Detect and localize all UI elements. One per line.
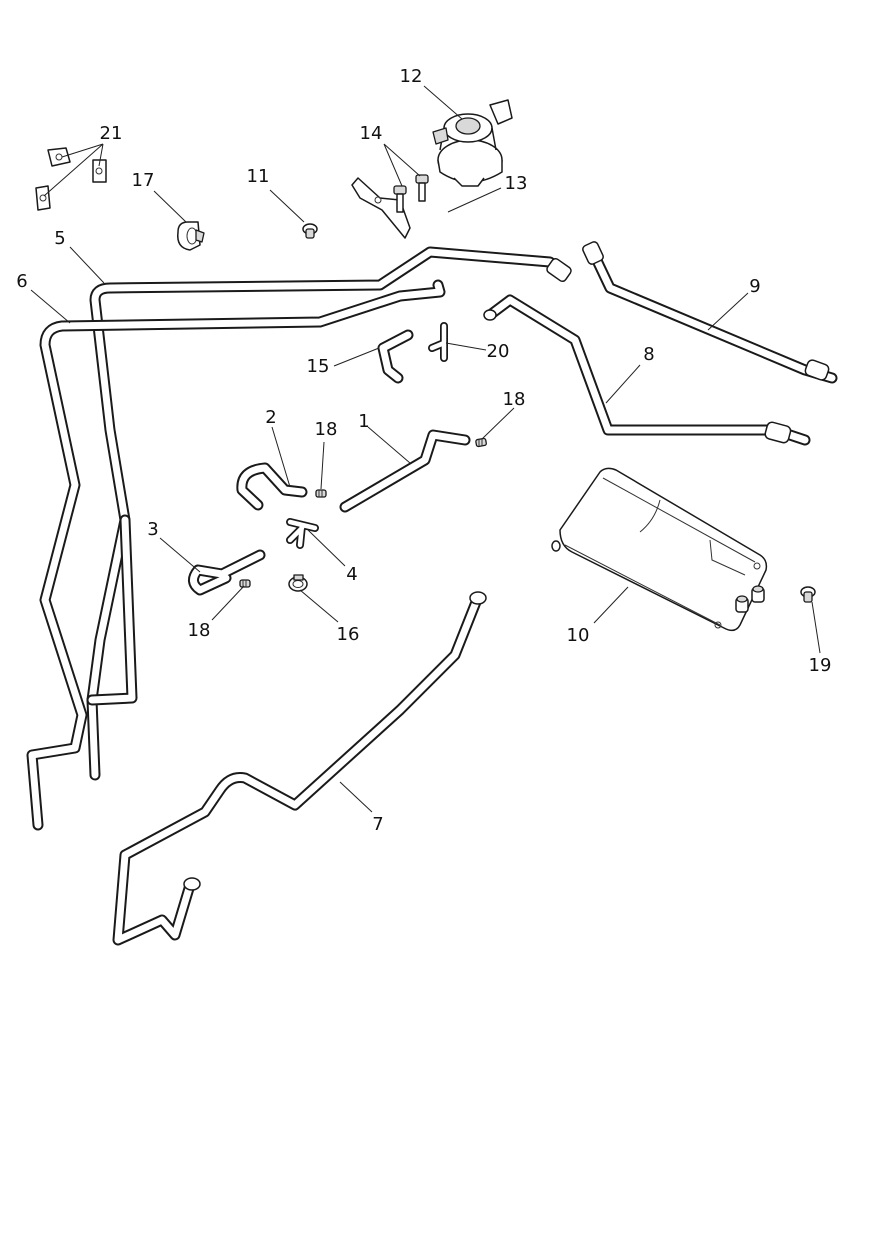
label-18-right: 18	[503, 389, 526, 410]
canister-port-b	[751, 585, 765, 603]
label-3: 3	[147, 519, 158, 540]
spring-clip-18c	[239, 579, 251, 588]
speed-nut-21b	[92, 159, 107, 183]
label-15: 15	[307, 356, 330, 377]
label-7: 7	[372, 814, 383, 835]
callout-labels: 1 2 3 4 5 6 7 8 9 10 11 12 13 14 15 16 1…	[16, 66, 831, 835]
speed-nut-21a	[47, 147, 71, 167]
label-20: 20	[487, 341, 510, 362]
label-2: 2	[265, 407, 276, 428]
clamp-16	[288, 574, 308, 592]
leader-lines	[30, 85, 821, 813]
rivet-11	[302, 223, 318, 239]
hose-15	[377, 329, 414, 384]
hose-7	[112, 591, 487, 946]
hose-9	[582, 241, 838, 384]
rivet-19	[800, 586, 816, 603]
label-18-top: 18	[315, 419, 338, 440]
bolt-14a	[393, 185, 407, 213]
label-8: 8	[643, 344, 654, 365]
label-21: 21	[100, 123, 123, 144]
clip-17	[177, 221, 205, 251]
t-connector-4	[286, 518, 319, 549]
label-10: 10	[567, 625, 590, 646]
hose-1	[339, 429, 471, 513]
label-9: 9	[749, 276, 760, 297]
hose-6	[26, 279, 446, 831]
label-16: 16	[337, 624, 360, 645]
label-4: 4	[346, 564, 357, 585]
bolt-14b	[415, 174, 429, 202]
charcoal-canister-10	[551, 467, 768, 632]
label-19: 19	[809, 655, 832, 676]
label-13: 13	[505, 173, 528, 194]
bracket-13	[351, 177, 411, 239]
label-14: 14	[360, 123, 383, 144]
hose-8	[483, 294, 811, 446]
spring-clip-18b	[475, 437, 487, 448]
label-11: 11	[247, 166, 270, 187]
label-5: 5	[54, 228, 65, 249]
speed-nut-21c	[35, 185, 51, 211]
purge-valve-12	[432, 99, 513, 187]
hose-5	[86, 246, 572, 781]
label-1: 1	[358, 411, 369, 432]
t-connector-20	[428, 322, 448, 362]
canister-port-a	[735, 595, 749, 613]
spring-clip-18a	[315, 489, 327, 498]
label-17: 17	[132, 170, 155, 191]
label-12: 12	[400, 66, 423, 87]
label-6: 6	[16, 271, 27, 292]
label-18-bottom: 18	[188, 620, 211, 641]
hose-2	[236, 462, 308, 511]
